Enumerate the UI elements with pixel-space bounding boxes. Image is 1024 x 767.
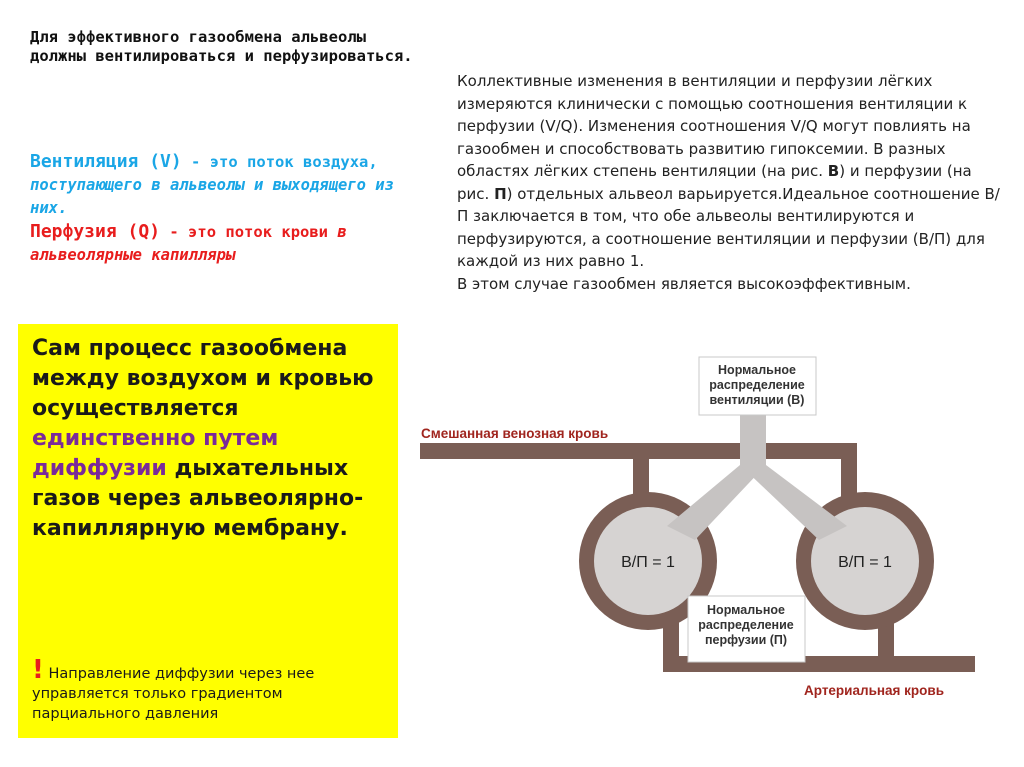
perfusion-term: Перфузия (Q) xyxy=(30,221,160,242)
vq-text-3: ) отдельных альвеол варьируется.Идеально… xyxy=(457,185,1000,271)
diffusion-note: ! Направление диффузии через нее управля… xyxy=(32,660,392,724)
right-ratio-label: В/П = 1 xyxy=(838,554,892,571)
ventilation-label-box: Нормальное распределение вентиляции (В) xyxy=(699,357,816,415)
perfusion-definition: Перфузия (Q) - это поток крови в альвеол… xyxy=(30,220,420,267)
definitions: Вентиляция (V) - это поток воздуха, пост… xyxy=(30,150,420,267)
diffusion-note-text: Направление диффузии через нее управляет… xyxy=(32,666,314,722)
diffusion-callout: Сам процесс газообмена между воздухом и … xyxy=(18,324,398,738)
exclamation-mark: ! xyxy=(32,655,44,685)
ventilation-text-b: поступающего в альвеолы и выходящего из … xyxy=(30,176,394,217)
airway xyxy=(667,405,847,540)
vq-diagram: Нормальное распределение вентиляции (В) … xyxy=(415,350,990,710)
ventilation-box-line-1: Нормальное xyxy=(718,363,796,377)
perfusion-label-box: Нормальное распределение перфузии (П) xyxy=(688,596,805,662)
arterial-blood-label: Артериальная кровь xyxy=(804,683,944,698)
perfusion-box-line-1: Нормальное xyxy=(707,603,785,617)
vq-paragraph: Коллективные изменения в вентиляции и пе… xyxy=(457,70,1005,295)
intro-text: Для эффективного газообмена альвеолы дол… xyxy=(30,28,420,66)
left-ratio-label: В/П = 1 xyxy=(621,554,675,571)
perfusion-text-a: - это поток крови xyxy=(160,223,337,241)
vq-bold-v: В xyxy=(828,162,839,180)
ventilation-term: Вентиляция (V) xyxy=(30,151,182,172)
mixed-venous-blood-label: Смешанная венозная кровь xyxy=(421,426,608,441)
ventilation-text-a: - это поток воздуха, xyxy=(182,153,378,171)
perfusion-box-line-2: распределение xyxy=(698,618,794,632)
perfusion-box-line-3: перфузии (П) xyxy=(705,633,787,647)
ventilation-box-line-3: вентиляции (В) xyxy=(710,393,805,407)
diffusion-text-a: Сам процесс газообмена между воздухом и … xyxy=(32,336,374,421)
vq-text-4: В этом случае газообмен является высокоэ… xyxy=(457,275,911,293)
ventilation-box-line-2: распределение xyxy=(709,378,805,392)
vq-bold-p: П xyxy=(494,185,507,203)
diffusion-main-text: Сам процесс газообмена между воздухом и … xyxy=(32,334,392,544)
ventilation-definition: Вентиляция (V) - это поток воздуха, пост… xyxy=(30,150,420,220)
